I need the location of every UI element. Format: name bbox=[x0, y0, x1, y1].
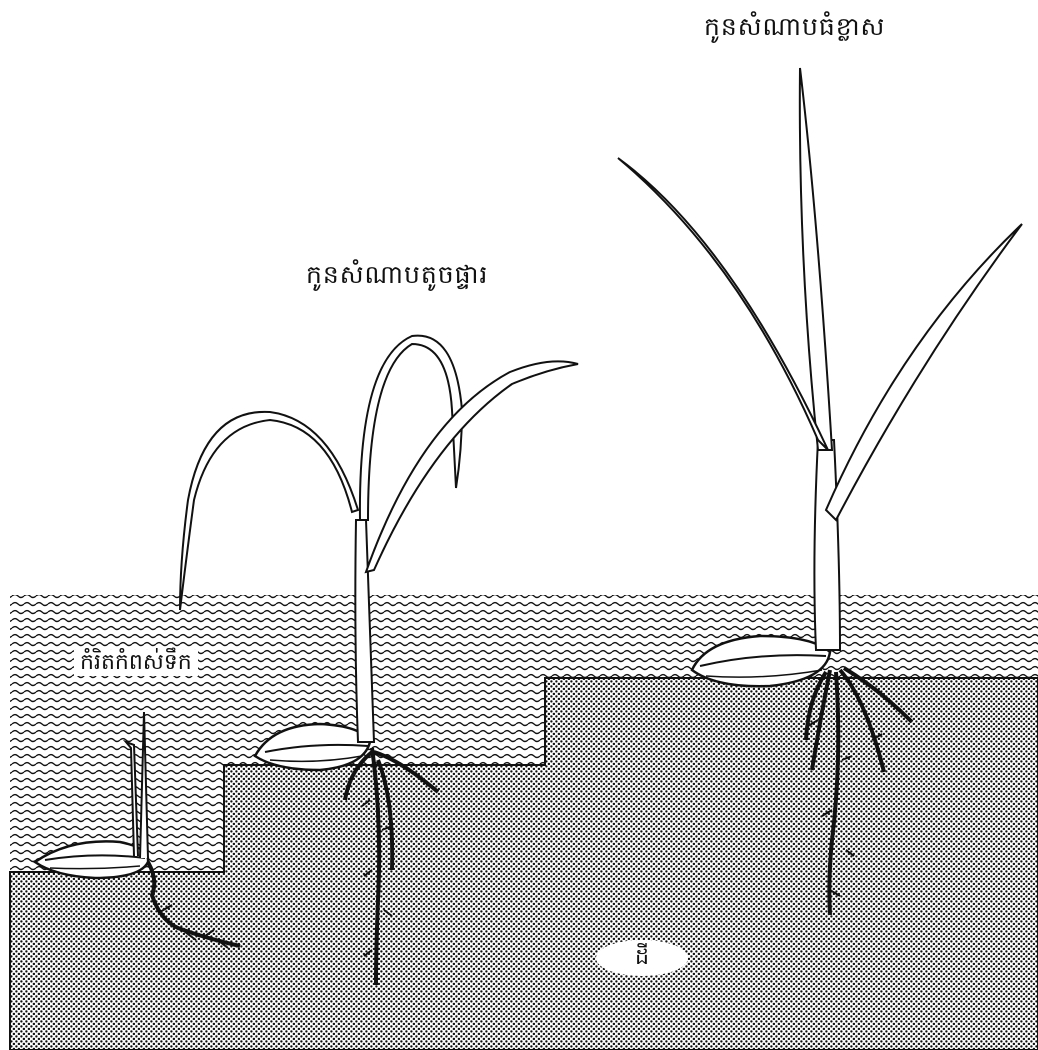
stem-3 bbox=[814, 440, 840, 650]
large-seedling-label: កូនសំណាបធំខ្លាស bbox=[704, 14, 885, 39]
leaf-3b bbox=[618, 158, 828, 450]
leaf-2a bbox=[180, 412, 358, 610]
leaf-3c bbox=[826, 224, 1022, 520]
medium-seedling-label: កូនសំណាបតូចផ្ទារ bbox=[306, 262, 488, 287]
leaf-3a bbox=[800, 68, 832, 450]
leaf-2c bbox=[366, 361, 578, 572]
water-level-label: កំរិតកំពស់ទឹក bbox=[74, 650, 198, 676]
soil-label: ដី bbox=[596, 940, 688, 976]
